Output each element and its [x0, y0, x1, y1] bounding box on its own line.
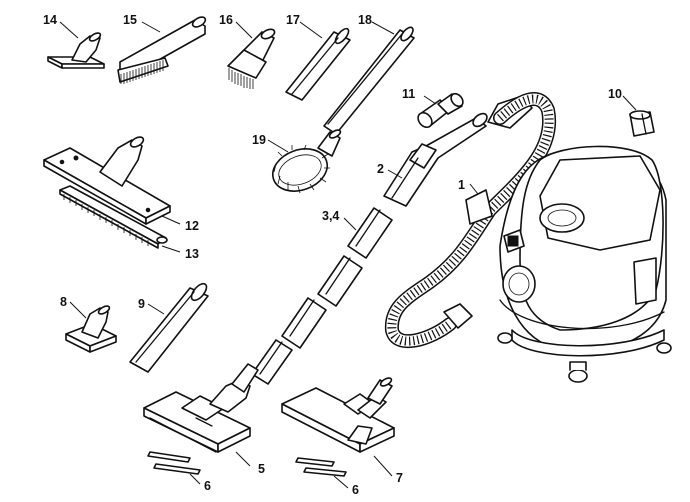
part-11-adapter[interactable] — [415, 91, 465, 130]
label-18: 18 — [358, 13, 372, 27]
part-14-upholstery-nozzle[interactable] — [47, 31, 105, 69]
label-11: 11 — [402, 87, 415, 101]
label-13: 13 — [185, 247, 199, 261]
extension-tubes[interactable] — [251, 207, 393, 385]
label-5: 5 — [258, 462, 265, 476]
label-17: 17 — [286, 13, 300, 27]
label-8: 8 — [60, 295, 67, 309]
label-7: 7 — [396, 471, 403, 485]
leader-lines — [59, 21, 637, 489]
part-17-flat-nozzle[interactable] — [285, 27, 351, 101]
part-18-crevice-nozzle[interactable] — [323, 25, 415, 135]
part-13-brush-strip[interactable] — [59, 185, 168, 249]
part-7-floor-nozzle[interactable] — [281, 376, 395, 453]
part-6-strips-a[interactable] — [147, 451, 201, 475]
part-labels: 14 15 16 17 18 19 2 11 10 1 3,4 12 13 8 … — [43, 13, 622, 497]
label-3-4: 3,4 — [322, 209, 339, 223]
part-10-clip[interactable] — [629, 110, 655, 137]
label-14: 14 — [43, 13, 57, 27]
part-12-floor-nozzle[interactable] — [43, 135, 171, 225]
label-9: 9 — [138, 297, 145, 311]
part-19-round-brush[interactable] — [267, 128, 342, 198]
part-5-floor-nozzle[interactable] — [143, 363, 259, 453]
part-1-suction-hose[interactable] — [384, 92, 557, 349]
suction-handle[interactable] — [383, 111, 489, 207]
label-16: 16 — [219, 13, 233, 27]
label-12: 12 — [185, 219, 199, 233]
part-15-brush-nozzle[interactable] — [117, 15, 207, 84]
label-6b: 6 — [352, 483, 359, 497]
label-6a: 6 — [204, 479, 211, 493]
label-2: 2 — [377, 162, 384, 176]
label-15: 15 — [123, 13, 137, 27]
part-16-dusting-brush[interactable] — [227, 27, 276, 89]
vacuum-cleaner-unit[interactable] — [497, 145, 672, 383]
part-8-small-nozzle[interactable] — [65, 304, 117, 353]
label-19: 19 — [252, 133, 266, 147]
part-6-strips-b[interactable] — [295, 457, 347, 477]
label-10: 10 — [608, 87, 622, 101]
label-1: 1 — [458, 178, 465, 192]
part-9-crevice-nozzle[interactable] — [129, 281, 209, 373]
